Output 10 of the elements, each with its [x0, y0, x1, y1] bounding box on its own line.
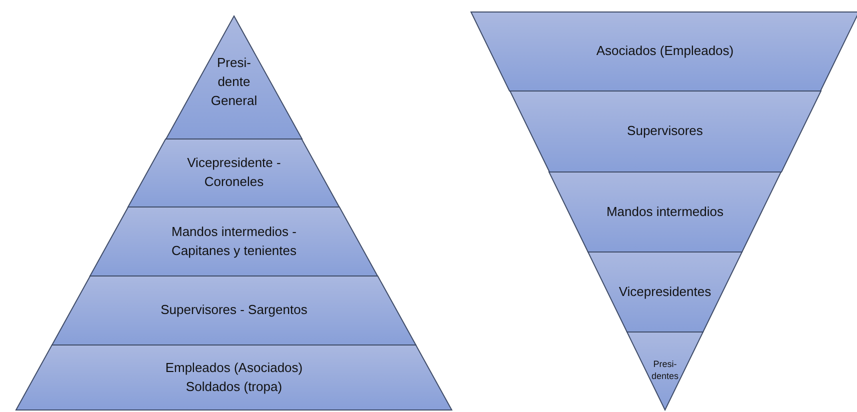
tier-label: Asociados (Empleados) [596, 42, 734, 60]
tier-label: Supervisores [627, 122, 703, 140]
tier-label: Presi- dentes [650, 359, 680, 383]
tier-label: Presi- dente General [210, 54, 258, 110]
tier-label: Supervisores - Sargentos [160, 301, 308, 320]
tier-label: Empleados (Asociados) Soldados (tropa) [164, 358, 304, 396]
tier-label: Vicepresidente - Coroneles [186, 154, 282, 191]
tier-label: Vicepresidentes [618, 282, 712, 301]
tier-label: Mandos intermedios [606, 202, 724, 221]
tier-label: Mandos intermedios - Capitanes y tenientes [170, 222, 298, 260]
